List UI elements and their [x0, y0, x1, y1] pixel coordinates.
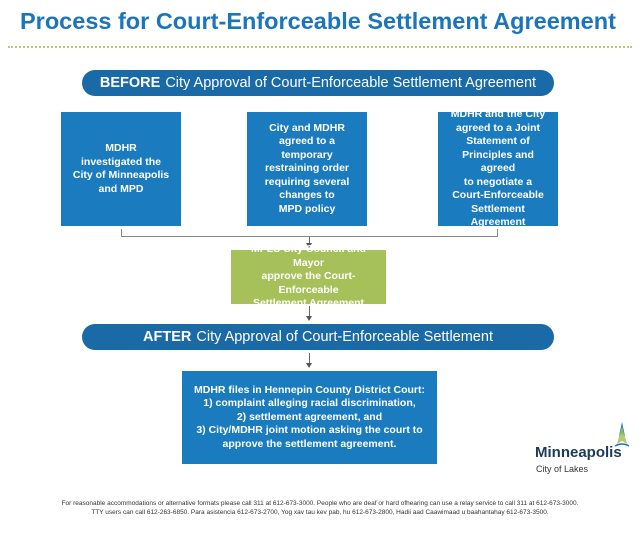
- box-line: MDHR and the City: [450, 108, 546, 121]
- page-title: Process for Court-Enforceable Settlement…: [20, 8, 616, 34]
- down-arrow-icon: [306, 363, 312, 368]
- box-council-approval: MPLS City Council and Mayor approve the …: [231, 243, 386, 309]
- connector-line: [309, 237, 310, 243]
- box-line: MPD policy: [278, 202, 336, 215]
- down-arrow-icon: [306, 316, 312, 321]
- logo-tagline: City of Lakes: [536, 464, 589, 474]
- box-line: agreed to a temporary: [278, 135, 336, 161]
- footer-line: For reasonable accommodations or alterna…: [61, 500, 579, 507]
- merge-bracket: [121, 229, 498, 237]
- minneapolis-logo: Minneapolis City of Lakes: [535, 422, 635, 482]
- box-line: restraining order: [264, 162, 350, 175]
- box-court-filing: MDHR files in Hennepin County District C…: [182, 371, 437, 464]
- box-line: MPLS City Council and Mayor: [251, 243, 366, 269]
- footer-notice: For reasonable accommodations or alterna…: [10, 499, 630, 517]
- title-divider: [8, 46, 632, 48]
- after-banner: AFTER City Approval of Court-Enforceable…: [82, 324, 554, 350]
- box-line: Court-Enforceable: [452, 189, 544, 202]
- connector-line: [309, 353, 310, 364]
- box-line: 3) City/MDHR joint motion asking the cou…: [196, 424, 423, 437]
- box-line: investigated the: [81, 155, 161, 168]
- box-line: changes to: [279, 189, 335, 202]
- box-line: City and MDHR: [269, 121, 345, 134]
- box-line: and MPD: [98, 182, 144, 195]
- box-line: Settlement Agreement: [252, 297, 365, 310]
- box-line: approve the Court-Enforceable: [261, 270, 356, 296]
- box-joint-statement: MDHR and the City agreed to a Joint Stat…: [438, 108, 558, 228]
- logo-mark-icon: [614, 422, 630, 447]
- before-banner-text: City Approval of Court-Enforceable Settl…: [165, 75, 537, 91]
- box-line: Statement of: [466, 135, 530, 148]
- box-line: requiring several: [264, 175, 350, 188]
- before-banner-bold: BEFORE: [99, 75, 161, 91]
- box-line: MDHR: [105, 142, 137, 154]
- box-line: City of Minneapolis: [72, 169, 170, 181]
- after-banner-bold: AFTER: [143, 329, 192, 345]
- box-line: approve the settlement agreement.: [222, 437, 397, 450]
- box-line: to negotiate a: [463, 175, 533, 188]
- box-restraining-order: City and MDHR agreed to a temporary rest…: [247, 112, 367, 226]
- box-line: agreed to a Joint: [455, 121, 540, 134]
- down-arrow-icon: [306, 243, 312, 248]
- after-banner-text: City Approval of Court-Enforceable Settl…: [196, 329, 493, 345]
- box-line: 2) settlement agreement, and: [236, 410, 383, 423]
- box-mdhr-investigated: MDHR investigated the City of Minneapoli…: [61, 112, 181, 226]
- box-line: 1) complaint alleging racial discriminat…: [203, 397, 416, 410]
- box-line: Principles and agreed: [462, 148, 534, 175]
- logo-name: Minneapolis: [535, 444, 622, 461]
- box-line: Settlement Agreement: [470, 202, 526, 229]
- box-line: MDHR files in Hennepin County District C…: [194, 383, 425, 396]
- footer-line: TTY users can call 612-263-6850. Para as…: [91, 509, 549, 516]
- before-banner: BEFORE City Approval of Court-Enforceabl…: [82, 70, 554, 96]
- connector-line: [309, 306, 310, 317]
